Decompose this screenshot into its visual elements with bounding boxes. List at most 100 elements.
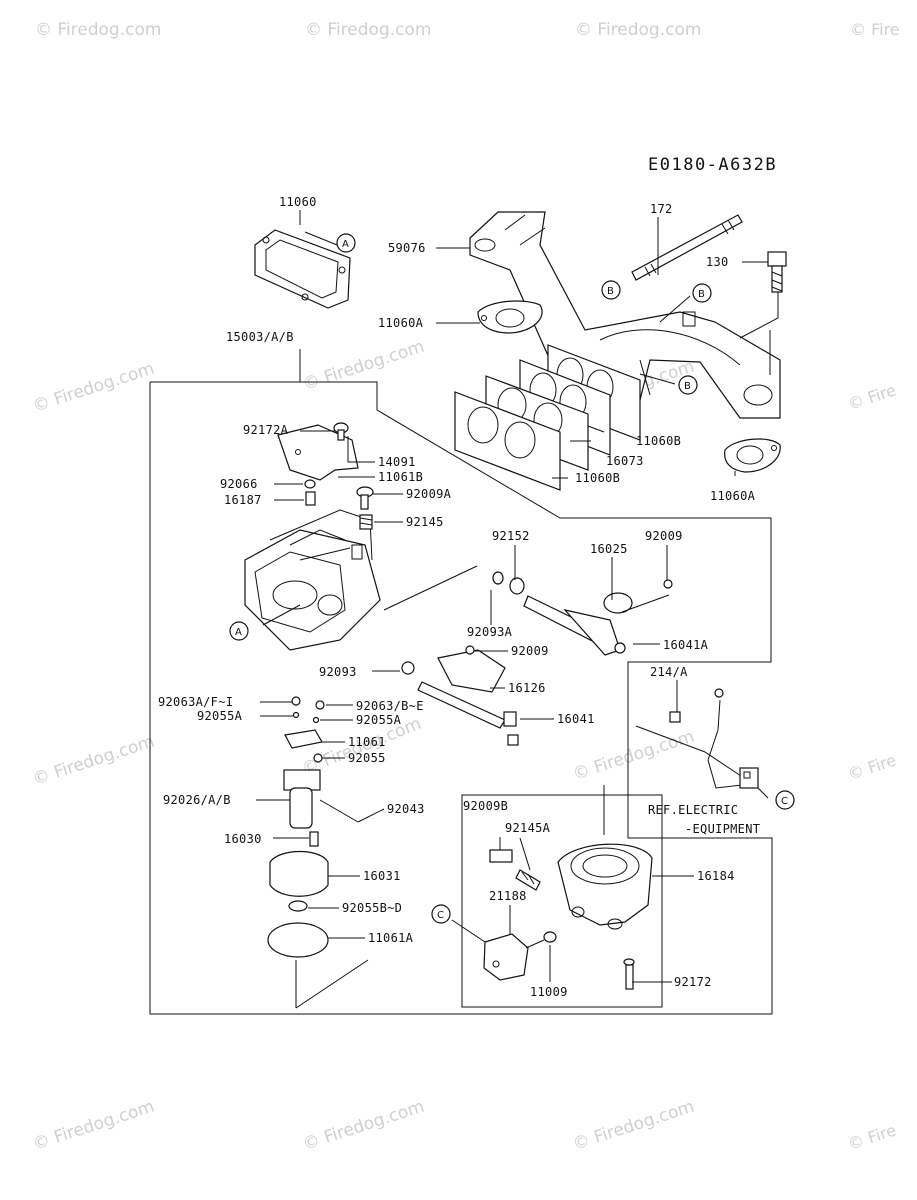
part-label: 214/A	[650, 665, 688, 679]
watermark: © Firedog.com	[30, 732, 156, 790]
part-label: 16184	[697, 869, 735, 883]
part-label: 16025	[590, 542, 628, 556]
screw-92172A	[333, 422, 349, 441]
leader-lines	[256, 210, 779, 983]
wiring-harness	[635, 688, 759, 789]
part-label: 11060A	[710, 489, 756, 503]
part-label: 11060B	[636, 434, 681, 448]
carburetor-frame	[149, 381, 773, 1015]
part-label: 92066	[220, 477, 258, 491]
callout-A-top	[336, 233, 356, 253]
part-label: 92063/B~E	[356, 699, 424, 713]
part-label: 92009A	[406, 487, 452, 501]
diagram-code: E0180-A632B	[648, 155, 777, 175]
part-label: 92152	[492, 529, 530, 543]
watermark: © Fire	[850, 20, 900, 39]
part-label: 11009	[530, 985, 568, 999]
watermark: © Firedog.com	[570, 1097, 696, 1155]
part-label: 92145A	[505, 821, 551, 835]
callout-A-label: A	[342, 239, 349, 250]
part-label: 11060B	[575, 471, 620, 485]
watermark: © Fire	[845, 750, 898, 783]
part-label: 16041	[557, 712, 595, 726]
part-label: 92009	[511, 644, 549, 658]
part-label: 92055	[348, 751, 386, 765]
frames	[149, 381, 773, 1015]
part-label: 92172	[674, 975, 712, 989]
gasket-11060	[254, 229, 351, 309]
callout-B-3	[678, 375, 698, 395]
part-label: 11061B	[378, 470, 423, 484]
callout-C-left	[431, 904, 451, 924]
part-label: 16126	[508, 681, 546, 695]
callout-B-label: B	[684, 381, 691, 392]
watermark: © Firedog.com	[30, 359, 156, 417]
housing-16184	[483, 843, 653, 990]
gasket-11060A-top	[477, 300, 543, 334]
callout-B-1	[601, 280, 621, 300]
watermark: © Firedog.com	[30, 1097, 156, 1155]
callout-C-label: C	[437, 910, 444, 921]
part-label: 92093	[319, 665, 357, 679]
part-label: 92063A/F~I	[158, 695, 233, 709]
part-label: 92145	[406, 515, 444, 529]
part-label: 11060	[279, 195, 317, 209]
part-label: 16031	[363, 869, 401, 883]
float-group	[267, 696, 369, 1009]
watermark: © Firedog.com	[35, 20, 161, 40]
part-label: 21188	[489, 889, 527, 903]
ref-note-line2: -EQUIPMENT	[685, 822, 760, 836]
watermark: © Firedog.com	[305, 20, 431, 40]
watermark: © Firedog.com	[300, 337, 426, 395]
callout-A-body	[229, 621, 249, 641]
callout-C-label: C	[781, 796, 788, 807]
watermark: © Firedog.com	[300, 1097, 426, 1155]
part-label: 92009	[645, 529, 683, 543]
watermark: © Firedog.com	[570, 727, 696, 785]
screw-92009A	[356, 486, 374, 530]
spacer-stack	[454, 344, 641, 491]
part-label: 92172A	[243, 423, 289, 437]
bolt-130	[767, 251, 787, 293]
sub-frame	[461, 794, 663, 1008]
part-label: 92009B	[463, 799, 508, 813]
part-label: 16073	[606, 454, 644, 468]
choke-shaft	[401, 645, 519, 746]
stud-172	[631, 214, 743, 281]
part-label: 172	[650, 202, 673, 216]
callout-A-label: A	[235, 627, 242, 638]
part-label: 11061	[348, 735, 386, 749]
part-label: 92043	[387, 802, 425, 816]
part-label: 14091	[378, 455, 416, 469]
callout-B-2	[692, 283, 712, 303]
watermark: © Fire	[845, 1120, 898, 1153]
watermark: © Firedog.com	[575, 20, 701, 40]
part-label: 15003/A/B	[226, 330, 294, 344]
carburetor-body	[244, 509, 381, 651]
ref-note-line1: REF.ELECTRIC	[648, 803, 738, 817]
watermark: © Fire	[845, 380, 898, 413]
part-label: 92026/A/B	[163, 793, 231, 807]
part-label: 11060A	[378, 316, 424, 330]
callout-C-right	[775, 790, 795, 810]
part-label: 16041A	[663, 638, 709, 652]
part-label: 59076	[388, 241, 426, 255]
watermarks: © Firedog.com © Firedog.com © Firedog.co…	[30, 20, 899, 1155]
part-label: 92055A	[356, 713, 402, 727]
intake-manifold	[469, 211, 781, 419]
part-label: 130	[706, 255, 729, 269]
throttle-shaft	[492, 571, 673, 656]
part-label: 92055A	[197, 709, 243, 723]
part-label: 11061A	[368, 931, 414, 945]
callout-B-label: B	[607, 286, 614, 297]
part-label: 92055B~D	[342, 901, 402, 915]
part-label: 16187	[224, 493, 262, 507]
part-label: 92093A	[467, 625, 513, 639]
jet-92066	[304, 479, 316, 506]
part-label: 16030	[224, 832, 262, 846]
gasket-11060A-right	[724, 438, 781, 473]
callouts: A B B B A C C	[229, 233, 795, 924]
plate-14091	[277, 424, 359, 481]
part-labels: 11060 172 59076 130 11060A 15003/A/B 921…	[158, 195, 760, 999]
